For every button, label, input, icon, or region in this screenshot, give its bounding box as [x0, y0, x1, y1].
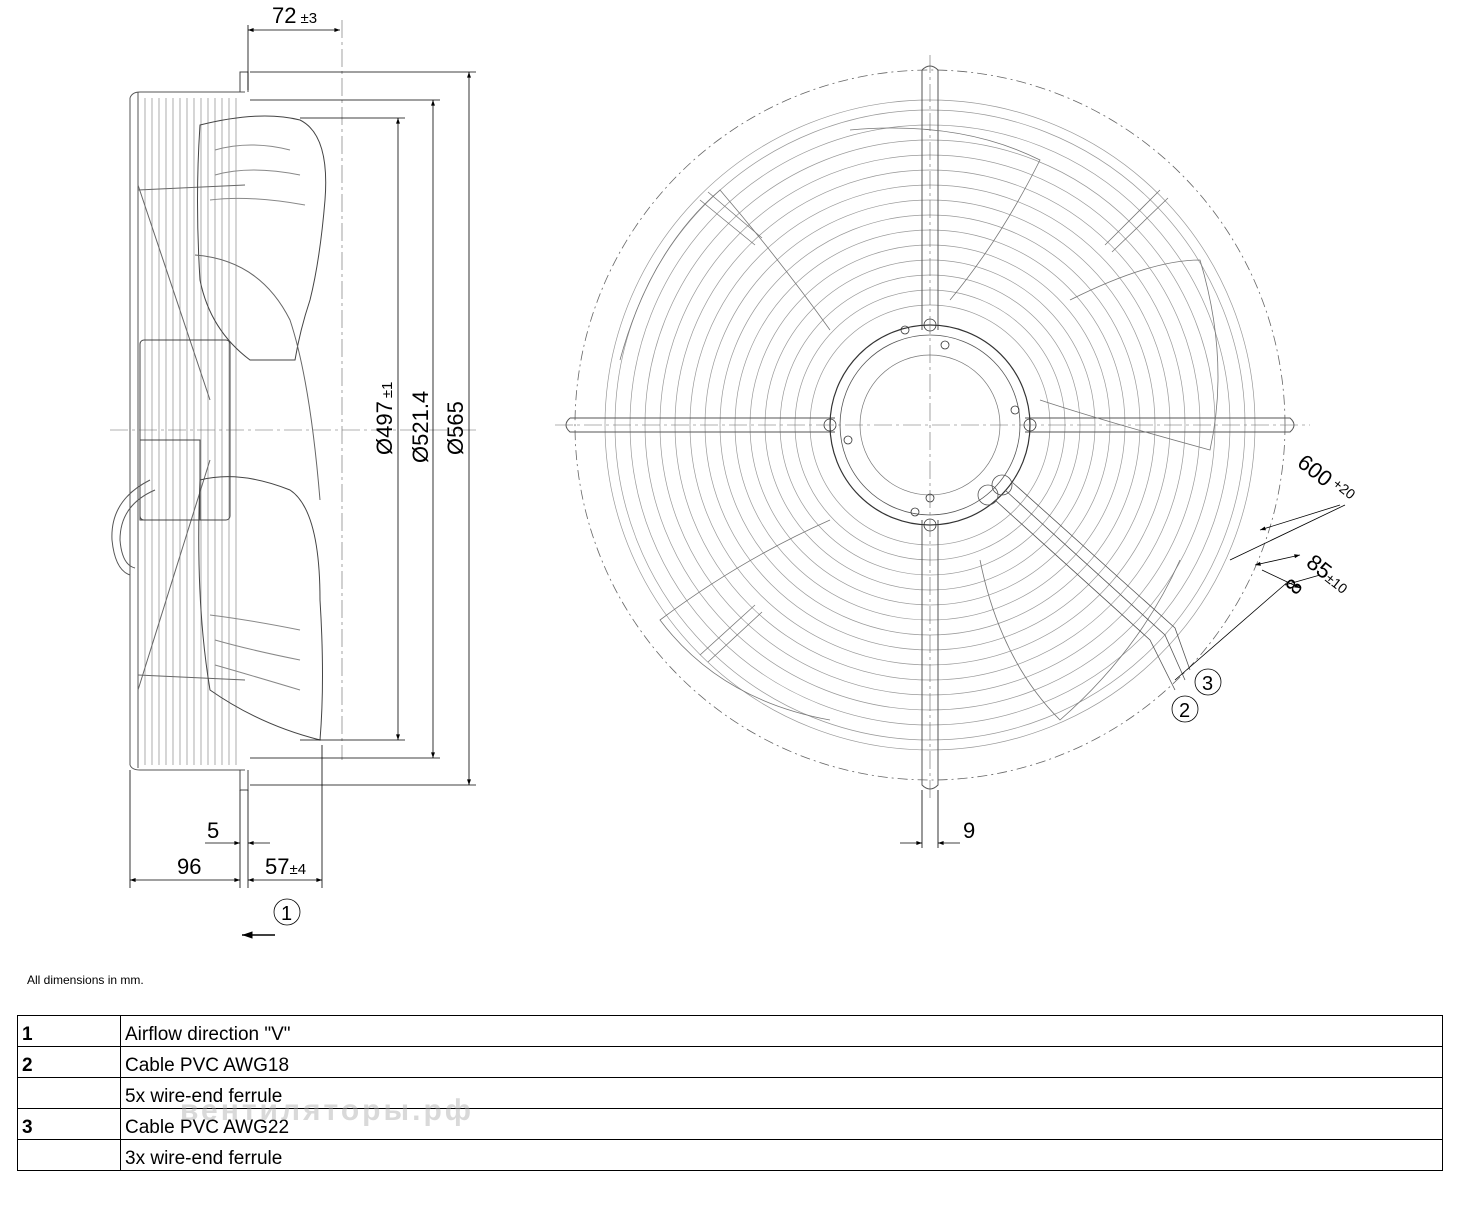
table-row: 2 Cable PVC AWG18: [17, 1046, 1443, 1078]
table-row: 3 Cable PVC AWG22: [17, 1108, 1443, 1140]
legend-text: Cable PVC AWG22: [120, 1108, 1443, 1140]
upper-blade: [197, 115, 327, 361]
lower-blade: [198, 476, 323, 741]
dim-8: 8: [1280, 574, 1307, 599]
dim-565: Ø565: [443, 401, 468, 455]
svg-text:1: 1: [281, 903, 292, 925]
legend-key: [17, 1077, 121, 1109]
legend-text: Cable PVC AWG18: [120, 1046, 1443, 1078]
legend-key: 2: [17, 1046, 121, 1078]
watermark: вентиляторы.рф: [180, 1094, 475, 1127]
dim-497: Ø497±1: [372, 382, 397, 455]
side-dimensions: [129, 25, 476, 939]
callout-2: 2: [1171, 695, 1199, 723]
side-view: [111, 71, 327, 791]
table-row: 3x wire-end ferrule: [17, 1139, 1443, 1171]
front-dimensions: [900, 504, 1346, 848]
guard-rings: [144, 98, 237, 765]
dim-72: 72±3: [272, 3, 317, 28]
dim-96: 96: [177, 854, 201, 879]
legend-key: [17, 1139, 121, 1171]
dimensions-note: All dimensions in mm.: [27, 973, 144, 987]
callout-3: 3: [1194, 668, 1222, 696]
svg-text:3: 3: [1202, 673, 1213, 695]
table-row: 1 Airflow direction "V": [17, 1015, 1443, 1047]
dim-57: 57±4: [265, 854, 306, 879]
dim-600: 600+20: [1293, 449, 1359, 509]
legend-table: 1 Airflow direction "V" 2 Cable PVC AWG1…: [17, 1015, 1443, 1171]
dim-9: 9: [963, 818, 975, 843]
cable: [111, 479, 156, 576]
legend-text: Airflow direction "V": [120, 1015, 1443, 1047]
legend-text: 3x wire-end ferrule: [120, 1139, 1443, 1171]
cable-front: [977, 474, 1191, 691]
callout-1: 1: [273, 898, 301, 926]
dim-85: 85±10: [1302, 549, 1355, 598]
legend-text: 5x wire-end ferrule: [120, 1077, 1443, 1109]
legend-key: 3: [17, 1108, 121, 1140]
dim-5: 5: [207, 818, 219, 843]
legend-key: 1: [17, 1015, 121, 1047]
table-row: 5x wire-end ferrule: [17, 1077, 1443, 1109]
dim-521: Ø521.4: [408, 391, 433, 463]
svg-text:2: 2: [1179, 700, 1190, 722]
